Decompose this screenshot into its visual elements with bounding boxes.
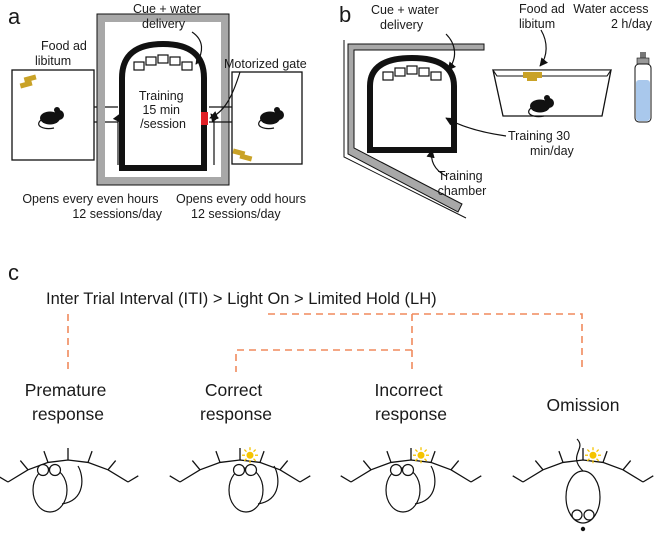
nosepoke-row-b [382, 65, 442, 81]
food-pellets-right [232, 148, 253, 162]
home-cage-rim [491, 69, 613, 77]
even-arrow [112, 113, 121, 165]
outcome-correct: Correct response [200, 380, 272, 424]
panel-a-letter: a [8, 4, 21, 29]
panel-a: a [8, 2, 309, 221]
nosepoke-row-a [133, 54, 193, 71]
outcome-premature: Premature response [25, 380, 112, 424]
chamber-premature [0, 448, 139, 513]
panel-b-letter: b [339, 2, 351, 27]
chamber-label-b: Training chamber [438, 169, 487, 198]
chamber-incorrect [340, 447, 482, 513]
panel-b: b Cue + water delivery Food ad [339, 2, 653, 219]
food-label-a: Food ad libitum [35, 39, 90, 68]
light-on-icon [585, 447, 601, 464]
operant-chamber-b [367, 54, 457, 153]
training-label-a: Training 15 min /session [139, 89, 187, 131]
chamber-omission [512, 438, 654, 532]
odd-hours-label: Opens every odd hours 12 sessions/day [176, 192, 309, 221]
cue-arrow-b [445, 33, 457, 71]
water-bottle-icon [634, 52, 652, 123]
operant-chamber-a [119, 40, 207, 171]
light-on-icon [242, 447, 258, 464]
training-chamber-wall [347, 43, 485, 213]
cue-arrow-a [191, 31, 204, 65]
food-pellets-b [523, 72, 542, 81]
cue-label-a: Cue + water delivery [133, 2, 204, 31]
mouse-icon [32, 463, 83, 513]
gate-label: Motorized gate [224, 57, 307, 71]
chamber-arrow-b [426, 149, 447, 177]
training-label-b: Training 30 min/day [508, 129, 575, 158]
water-label: Water access 2 h/day [573, 2, 652, 31]
connector-correct [235, 314, 413, 372]
even-hours-label: Opens every even hours 12 sessions/day [22, 192, 162, 221]
connector-omission [268, 313, 583, 372]
trial-sequence: Inter Trial Interval (ITI) > Light On > … [46, 290, 437, 308]
light-on-icon [413, 447, 429, 464]
chamber-drawings [0, 438, 654, 532]
training-chamber-border [343, 40, 467, 219]
food-pellets-left [19, 74, 37, 89]
motorized-gate [201, 112, 208, 125]
training-arrow-b [445, 117, 507, 137]
mouse-icon [385, 463, 436, 513]
outcome-omission: Omission [547, 395, 620, 415]
panel-c-letter: c [8, 260, 19, 285]
odd-arrow [210, 113, 219, 165]
mouse-icon [228, 463, 279, 513]
chamber-correct [169, 447, 311, 513]
home-cage-tub [492, 69, 612, 117]
cue-label-b: Cue + water delivery [371, 3, 442, 32]
chamber-outer-wall [97, 14, 229, 185]
outcome-incorrect: Incorrect response [375, 380, 448, 424]
food-arrow-b [539, 29, 549, 67]
mouse-icon [565, 438, 601, 532]
panel-c: c Inter Trial Interval (ITI) > Light On … [0, 260, 654, 532]
outcome-connectors [67, 313, 583, 372]
food-label-b: Food ad libitum [519, 2, 568, 31]
